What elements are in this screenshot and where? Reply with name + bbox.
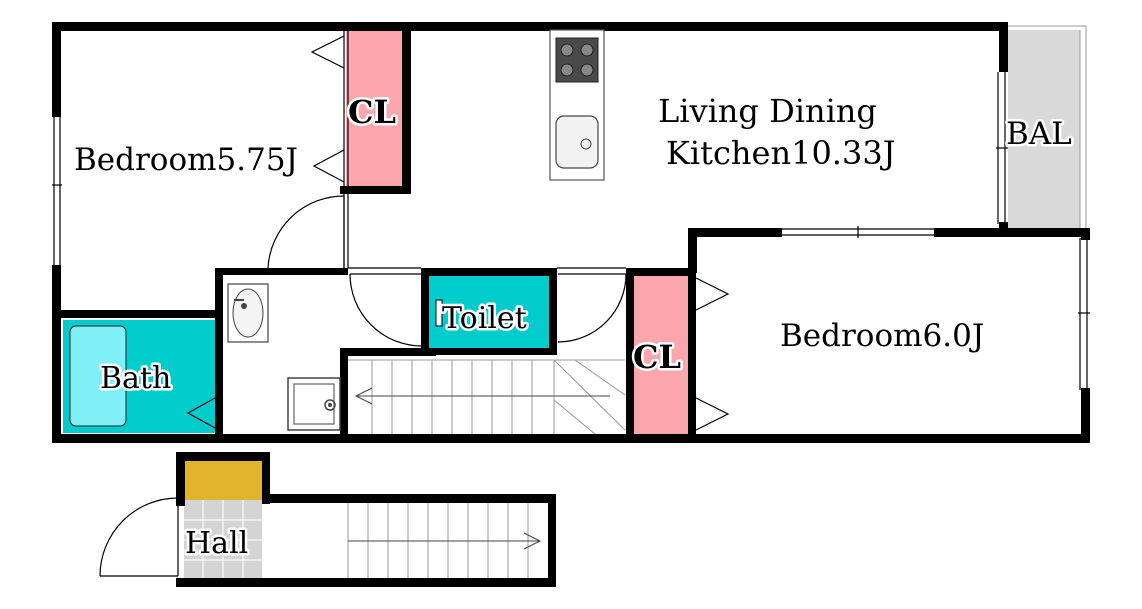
label-bedroom-west: Bedroom5.75J	[74, 142, 298, 178]
hall-tile-grid	[184, 500, 262, 578]
closet-door-markers	[186, 35, 730, 431]
label-balcony: BAL	[1006, 116, 1072, 152]
label-ldk-line2: Kitchen10.33J	[666, 134, 896, 172]
label-bath: Bath	[100, 361, 171, 396]
washing-machine-pan	[287, 377, 341, 431]
toilet-fill	[428, 275, 550, 349]
door-swings	[99, 195, 627, 577]
window-east	[1078, 238, 1090, 390]
label-ldk-line1: Living Dining	[658, 92, 877, 130]
walls	[52, 22, 1090, 587]
balcony-area	[1006, 30, 1080, 228]
label-hall: Hall	[185, 526, 248, 561]
closet-north-fill	[346, 30, 406, 188]
label-bedroom-east: Bedroom6.0J	[780, 318, 984, 354]
label-closet-east: CL	[633, 338, 681, 376]
closet-east-fill	[633, 275, 693, 435]
window-bedroom-north	[780, 226, 936, 238]
window-west	[52, 115, 62, 267]
stairs-upper	[348, 359, 626, 435]
label-toilet: Toilet	[442, 301, 527, 336]
balcony-rail	[1004, 25, 1087, 230]
stairs-lower	[347, 503, 542, 578]
hall-storage	[184, 460, 262, 500]
kitchen-counter	[549, 29, 605, 181]
window-balcony	[996, 72, 1008, 224]
bathtub	[69, 325, 127, 427]
toilet-fixture	[435, 299, 443, 327]
washbasin	[227, 283, 269, 343]
label-closet-north: CL	[348, 93, 396, 131]
